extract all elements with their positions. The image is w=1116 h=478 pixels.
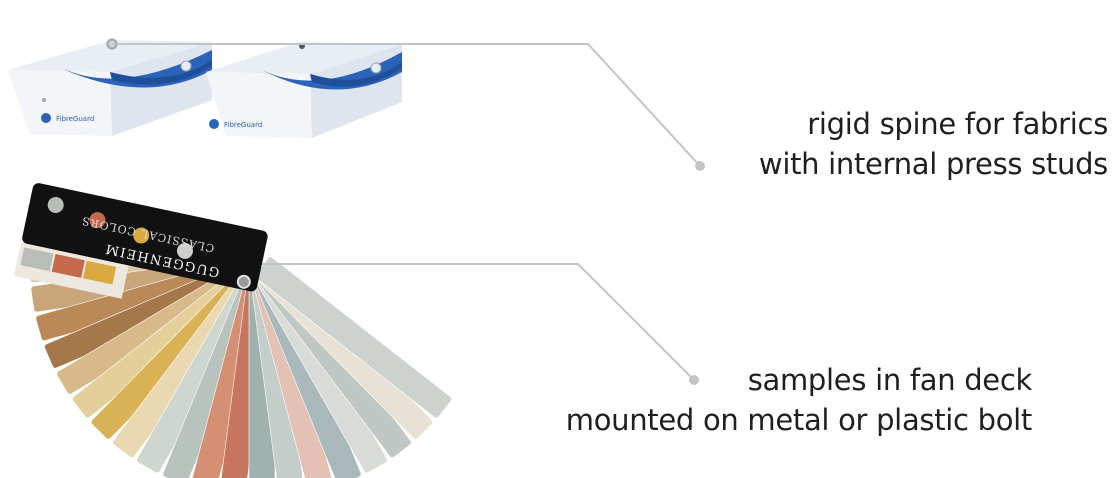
card-swatch-1 — [47, 197, 64, 214]
callout-fan-line2: mounted on metal or plastic bolt — [565, 403, 1033, 437]
spine-box-brand-left: FibreGuard — [56, 115, 94, 123]
leader-line-fan — [262, 263, 699, 385]
card-swatch-2 — [89, 212, 106, 229]
fan-blade — [254, 256, 452, 419]
spine-box-brand-right: FibreGuard — [224, 121, 262, 129]
leader-line-spine — [107, 39, 705, 171]
callout-fan-line1: samples in fan deck — [747, 363, 1033, 397]
card-swatch-3 — [133, 227, 150, 244]
callout-spine-line1: rigid spine for fabrics — [807, 107, 1108, 141]
fan-deck-title-card: GUGGENHEIM CLASSICAL COLORS — [14, 183, 268, 299]
spine-box-left: FibreGuard — [8, 38, 212, 136]
spine-box-right: FibreGuard — [206, 42, 402, 138]
callout-spine-line2: with internal press studs — [758, 147, 1108, 181]
callout-spine: rigid spine for fabrics with internal pr… — [759, 104, 1108, 184]
fan-bolt — [236, 274, 251, 289]
card-swatch-4 — [176, 242, 193, 259]
callout-fan: samples in fan deck mounted on metal or … — [565, 360, 1033, 440]
